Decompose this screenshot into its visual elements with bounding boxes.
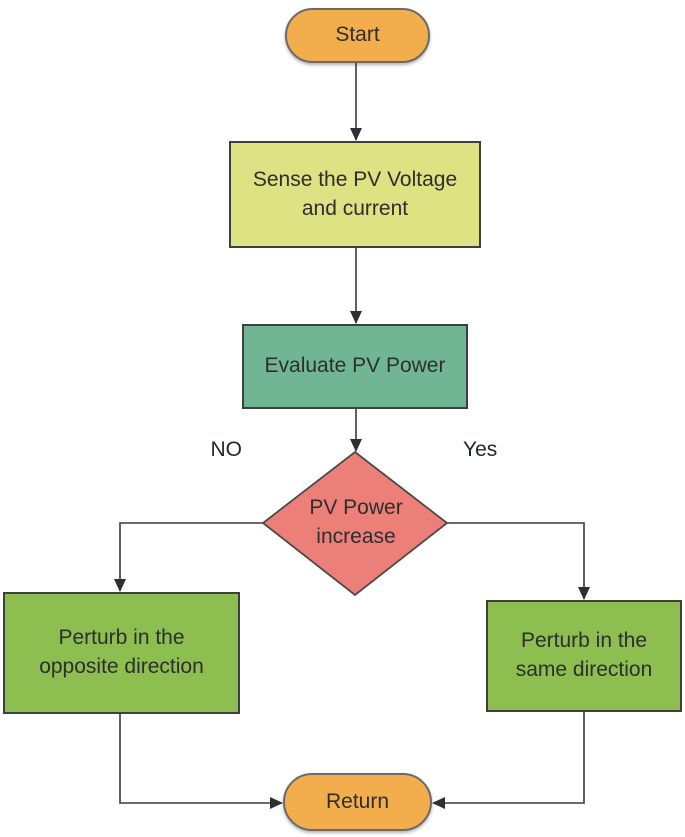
return-node-label: Return bbox=[325, 789, 390, 813]
perturb-opposite-node: Perturb in the opposite direction bbox=[3, 592, 240, 714]
decision-diamond-shape bbox=[261, 450, 449, 597]
evaluate-node-label: Evaluate PV Power bbox=[264, 354, 446, 378]
branch-label-yes: Yes bbox=[463, 438, 498, 461]
branch-label-no: NO bbox=[210, 438, 243, 461]
edge-decision-yes-branch bbox=[447, 522, 590, 600]
edge-same-to-return bbox=[432, 712, 585, 809]
sense-node-label: Sense the PV Voltage and current bbox=[252, 167, 458, 220]
edge-decision-no-branch bbox=[114, 522, 263, 592]
evaluate-power-node: Evaluate PV Power bbox=[242, 324, 468, 409]
start-node: Start bbox=[285, 8, 430, 63]
return-node: Return bbox=[283, 773, 432, 831]
start-node-label: Start bbox=[335, 23, 380, 47]
edge-opposite-to-return bbox=[119, 714, 283, 809]
sense-voltage-current-node: Sense the PV Voltage and current bbox=[229, 141, 481, 248]
perturb-same-node: Perturb in the same direction bbox=[486, 600, 682, 712]
decision-node-label: PV Power increase bbox=[309, 496, 403, 548]
perturb-opposite-node-label: Perturb in the opposite direction bbox=[39, 626, 204, 678]
perturb-same-node-label: Perturb in the same direction bbox=[515, 629, 653, 681]
decision-node-label-overlay: PV Power increase bbox=[281, 489, 431, 557]
